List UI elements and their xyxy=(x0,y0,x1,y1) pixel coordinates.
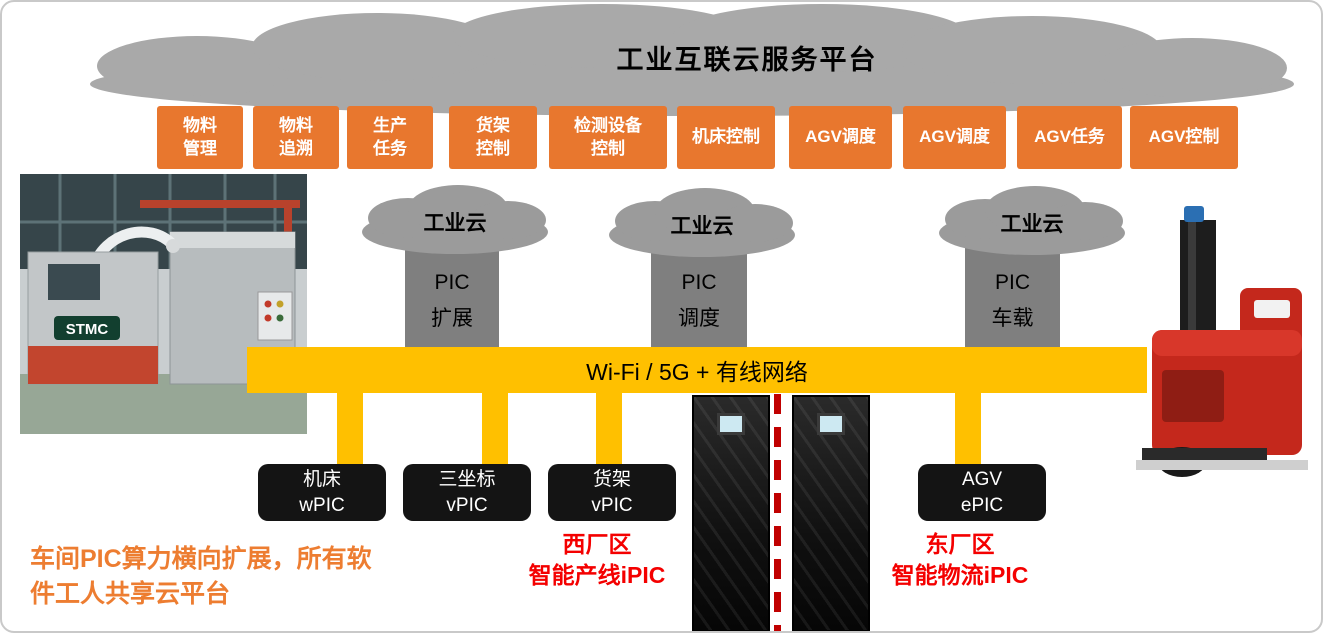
service-box-agv-control: AGV控制 xyxy=(1130,106,1238,169)
connector-cmm xyxy=(482,392,508,465)
platform-cloud-shape xyxy=(90,4,1294,116)
industrial-cloud-3: 工业云 xyxy=(937,183,1127,258)
industrial-cloud-2-label: 工业云 xyxy=(670,215,734,238)
edge-device-cmm-vpic: 三坐标 vPIC xyxy=(403,464,531,521)
cloud-shape xyxy=(362,185,548,254)
network-bar-label: Wi-Fi / 5G + 有线网络 xyxy=(586,359,808,385)
service-box-material-management: 物料 管理 xyxy=(157,106,243,169)
service-box-agv-task: AGV任务 xyxy=(1017,106,1122,169)
edge-device-agv-epic: AGV ePIC xyxy=(918,464,1046,521)
agv-photo-illustration xyxy=(1120,200,1321,500)
pic-block-expand: PIC 扩展 xyxy=(405,240,499,348)
rack-screen xyxy=(717,413,745,435)
cloud-shape xyxy=(939,186,1125,255)
pic-block-dispatch: PIC 调度 xyxy=(651,240,747,348)
server-rack-right xyxy=(792,395,870,631)
edge-device-machine-tool-wpic: 机床 wPIC xyxy=(258,464,386,521)
rack-screen xyxy=(817,413,845,435)
network-bar: Wi-Fi / 5G + 有线网络 xyxy=(247,347,1147,393)
cloud-shape xyxy=(609,188,795,257)
service-box-agv-dispatch-2: AGV调度 xyxy=(903,106,1006,169)
industrial-cloud-2: 工业云 xyxy=(607,185,797,260)
service-box-production-task: 生产 任务 xyxy=(347,106,433,169)
zone-label-west: 西厂区 智能产线iPIC xyxy=(528,531,666,589)
rack-hatch-pattern xyxy=(794,397,868,630)
connector-agv xyxy=(955,392,981,465)
zone-divider-dashed-line xyxy=(774,394,781,631)
zone-label-east: 东厂区 智能物流iPIC xyxy=(891,531,1029,589)
industrial-cloud-1: 工业云 xyxy=(360,182,550,257)
service-box-material-traceability: 物料 追溯 xyxy=(253,106,339,169)
platform-title: 工业互联云服务平台 xyxy=(616,45,878,75)
service-box-machine-tool-control: 机床控制 xyxy=(677,106,775,169)
rack-hatch-pattern xyxy=(694,397,768,630)
pic-block-expand-label: PIC 扩展 xyxy=(431,270,473,331)
edge-device-pic: vPIC xyxy=(591,494,633,516)
edge-device-name: 三坐标 xyxy=(438,468,496,490)
edge-device-shelf-vpic: 货架 vPIC xyxy=(548,464,676,521)
industrial-cloud-1-label: 工业云 xyxy=(423,212,487,235)
connector-shelf xyxy=(596,392,622,465)
edge-device-name: 货架 xyxy=(592,468,631,490)
connector-machine-tool xyxy=(337,392,363,465)
service-box-agv-dispatch-1: AGV调度 xyxy=(789,106,892,169)
pic-block-vehicle: PIC 车载 xyxy=(965,240,1060,348)
edge-device-name: AGV xyxy=(961,468,1003,490)
pic-block-vehicle-label: PIC 车载 xyxy=(991,270,1034,331)
server-rack-left xyxy=(692,395,770,631)
industrial-cloud-3-label: 工业云 xyxy=(1000,213,1064,236)
service-box-shelf-control: 货架 控制 xyxy=(449,106,537,169)
machine-photo: STMC xyxy=(20,174,307,434)
pic-block-dispatch-label: PIC 调度 xyxy=(678,270,720,331)
note-text: 车间PIC算力横向扩展，所有软 件工人共享云平台 xyxy=(30,545,372,608)
machine-photo-illustration: STMC xyxy=(20,174,307,434)
agv-photo xyxy=(1120,200,1321,500)
edge-device-pic: wPIC xyxy=(299,494,345,516)
edge-device-pic: vPIC xyxy=(446,494,488,516)
machine-brand-label: STMC xyxy=(66,321,109,338)
edge-device-pic: ePIC xyxy=(960,494,1004,516)
service-box-inspection-device-control: 检测设备 控制 xyxy=(549,106,667,169)
edge-device-name: 机床 xyxy=(302,468,341,490)
